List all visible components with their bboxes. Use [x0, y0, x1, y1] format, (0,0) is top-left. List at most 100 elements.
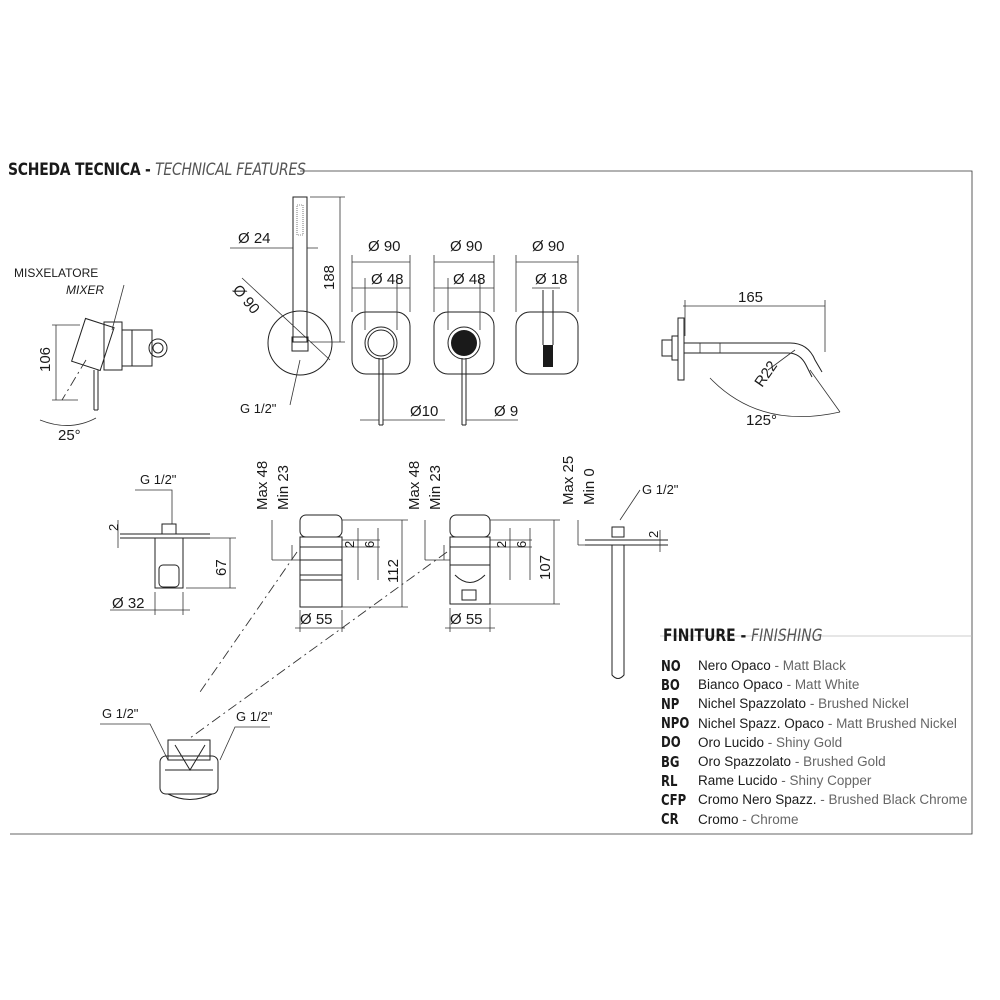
finish-item: BO Bianco Opaco - Matt White [661, 675, 981, 694]
finish-name-en: Matt White [794, 677, 860, 693]
diverter-thread-right: G 1/2" [236, 709, 273, 724]
finish-name-en: Chrome [750, 811, 799, 827]
finish-item: NPO Nichel Spazz. Opaco - Matt Brushed N… [661, 714, 981, 733]
frame-border [10, 170, 973, 835]
shower-thread: G 1/2" [240, 401, 277, 416]
finishing-title-en: FINISHING [751, 626, 823, 646]
spout-section-min: Min 0 [581, 468, 598, 505]
body-small-thread: G 1/2" [140, 472, 177, 487]
mixer-angle-dim: 25° [58, 427, 81, 444]
finish-code: NPO [661, 714, 690, 733]
spout-length: 165 [738, 289, 763, 306]
spout-section-max: Max 25 [560, 456, 577, 505]
finish-code: DO [661, 733, 681, 752]
mixer-height-dim: 106 [37, 347, 54, 372]
finish-item: RL Rame Lucido - Shiny Copper [661, 771, 981, 790]
finish-sep: - [806, 696, 819, 712]
finish-sep: - [777, 773, 790, 789]
finish-code: NO [661, 656, 681, 675]
finish-sep: - [782, 677, 795, 693]
body-b: Max 48 Min 23 107 2 6 Ø 55 [406, 461, 560, 632]
body-a: Max 48 Min 23 112 2 6 Ø 55 [254, 461, 408, 632]
finish-code: RL [661, 771, 678, 790]
body-a-min: Min 23 [275, 465, 292, 510]
mixer-label-it: MISXELATORE [14, 266, 98, 280]
finish-code: BO [661, 675, 680, 694]
body-a-max: Max 48 [254, 461, 271, 510]
handle2-outer: Ø 90 [450, 238, 483, 255]
handle2-lever: Ø 9 [494, 403, 518, 420]
shower-drawing: Ø 24 Ø 90 188 G 1/2" [229, 196, 345, 416]
body-a-diam: Ø 55 [300, 611, 333, 628]
spout-plate-outer: Ø 90 [532, 238, 565, 255]
body-small-dim67: 67 [213, 559, 230, 576]
mixer-label-en: MIXER [66, 283, 104, 297]
finish-sep: - [816, 792, 829, 808]
body-small-diam: Ø 32 [112, 595, 145, 612]
finish-item: BG Oro Spazzolato - Brushed Gold [661, 752, 981, 771]
finish-sep: - [770, 658, 783, 674]
finish-code: BG [661, 752, 680, 771]
finish-name-it: Nichel Spazz. Opaco [698, 715, 825, 731]
spout-plate-inner: Ø 18 [535, 271, 568, 288]
body-small: G 1/2" 2 67 Ø 32 [106, 472, 236, 615]
finish-code: CR [661, 810, 679, 829]
spout-radius: R22 [751, 358, 781, 390]
finishing-title-it: FINITURE - [663, 626, 752, 646]
finishing-list: NO Nero Opaco - Matt Black BO Bianco Opa… [661, 656, 981, 829]
finishing-title: FINITURE - FINISHING [663, 626, 823, 646]
finish-name-it: Oro Lucido [698, 734, 765, 750]
finish-name-it: Cromo [698, 811, 739, 827]
finish-name-en: Brushed Nickel [818, 696, 909, 712]
diverter-drawing: G 1/2" G 1/2" [100, 551, 448, 800]
finish-item: CR Cromo - Chrome [661, 810, 981, 829]
finish-code: CFP [661, 790, 687, 809]
finish-sep: - [791, 754, 804, 770]
finish-name-en: Shiny Copper [789, 773, 872, 789]
finish-name-en: Matt Black [782, 658, 846, 674]
finish-item: DO Oro Lucido - Shiny Gold [661, 733, 981, 752]
finish-code: NP [661, 694, 680, 713]
finish-name-it: Rame Lucido [698, 773, 778, 789]
finish-name-it: Bianco Opaco [698, 677, 783, 693]
body-b-d2: 2 [494, 541, 509, 548]
body-a-height: 112 [385, 559, 402, 583]
finish-name-it: Cromo Nero Spazz. [698, 792, 817, 808]
spout-side-view: 165 R22 125° [661, 289, 841, 429]
body-b-d6: 6 [514, 541, 529, 548]
shower-diam24: Ø 24 [238, 230, 271, 247]
finish-name-it: Oro Spazzolato [698, 754, 792, 770]
spout-section-d2: 2 [646, 531, 661, 538]
finish-name-en: Brushed Black Chrome [828, 792, 968, 808]
title-it: SCHEDA TECNICA - [8, 160, 156, 180]
handle-plate-1: Ø 90 Ø 48 Ø10 [351, 238, 445, 426]
spout-plate: Ø 90 Ø 18 [515, 238, 579, 375]
body-b-height: 107 [537, 555, 554, 580]
spout-section-thread: G 1/2" [642, 482, 679, 497]
handle1-inner: Ø 48 [371, 271, 404, 288]
finish-name-it: Nichel Spazzolato [698, 696, 807, 712]
finish-sep: - [738, 811, 751, 827]
body-a-d6: 6 [362, 541, 377, 548]
body-b-diam: Ø 55 [450, 611, 483, 628]
handle2-inner: Ø 48 [453, 271, 486, 288]
finish-sep: - [764, 734, 777, 750]
finish-name-en: Brushed Gold [803, 754, 886, 770]
finish-item: NP Nichel Spazzolato - Brushed Nickel [661, 694, 981, 713]
body-a-d2: 2 [342, 541, 357, 548]
finish-name-it: Nero Opaco [698, 658, 771, 674]
finish-item: NO Nero Opaco - Matt Black [661, 656, 981, 675]
finish-name-en: Shiny Gold [776, 734, 843, 750]
spout-angle: 125° [746, 412, 777, 429]
diverter-thread-left: G 1/2" [102, 706, 139, 721]
finish-item: CFP Cromo Nero Spazz. - Brushed Black Ch… [661, 790, 981, 809]
body-b-min: Min 23 [427, 465, 444, 510]
body-small-dim2: 2 [106, 524, 121, 531]
spout-section: Max 25 Min 0 G 1/2" 2 [560, 456, 679, 679]
technical-features-title: SCHEDA TECNICA - TECHNICAL FEATURES [8, 160, 306, 180]
handle1-outer: Ø 90 [368, 238, 401, 255]
handle1-lever: Ø10 [410, 403, 438, 420]
finish-name-en: Matt Brushed Nickel [836, 715, 957, 731]
handle-plate-2: Ø 90 Ø 48 Ø 9 [433, 238, 518, 426]
